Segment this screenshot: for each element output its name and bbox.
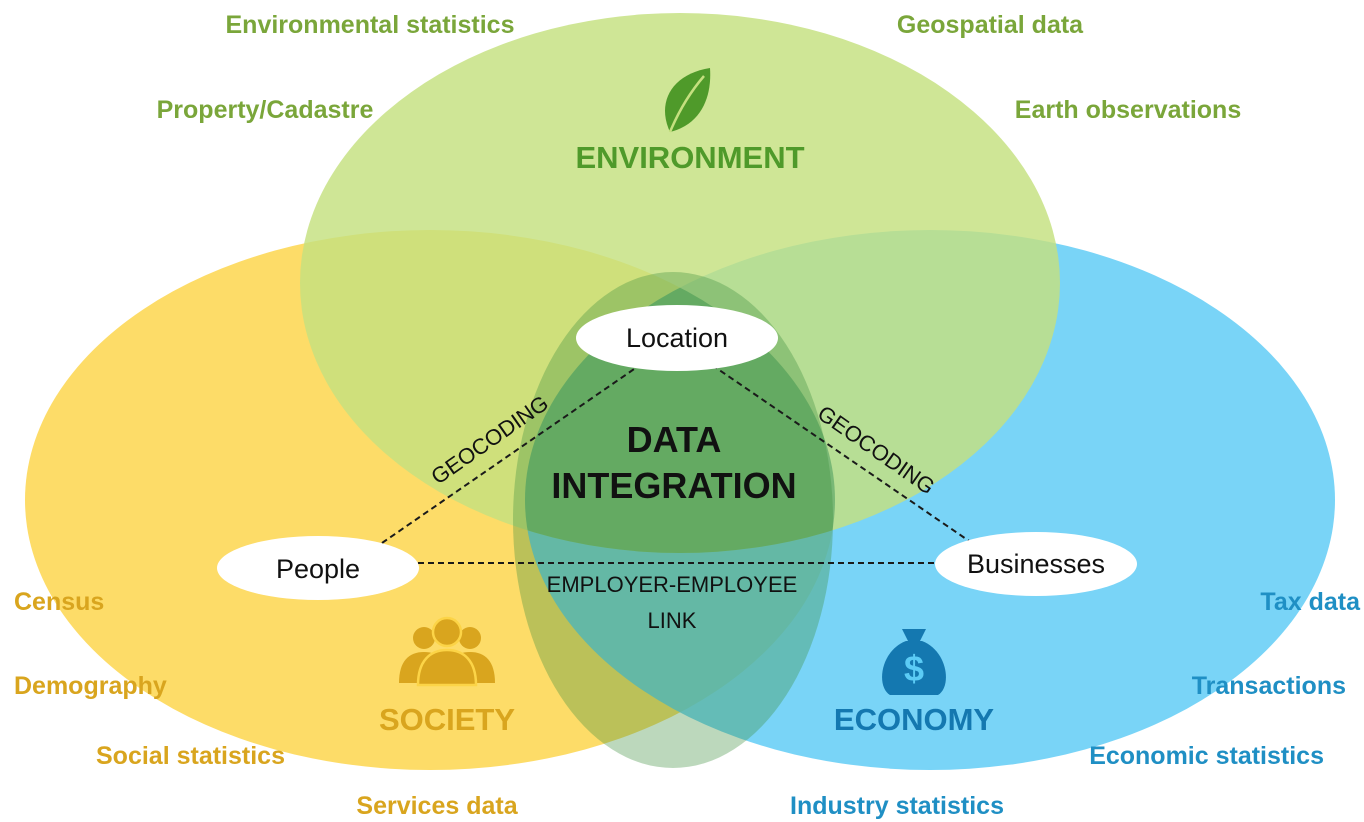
env-source-environmental-statistics: Environmental statistics bbox=[226, 11, 515, 39]
env-source-earth-observations: Earth observations bbox=[1015, 96, 1241, 124]
svg-text:$: $ bbox=[904, 648, 924, 689]
soc-source-services-data: Services data bbox=[356, 792, 518, 820]
env-source-geospatial-data: Geospatial data bbox=[897, 11, 1084, 39]
money-bag-icon: $ bbox=[882, 629, 946, 695]
node-location bbox=[576, 305, 778, 371]
link-people-location bbox=[381, 364, 641, 544]
node-people-label: People bbox=[276, 554, 360, 584]
eco-source-economic-statistics: Economic statistics bbox=[1089, 742, 1324, 770]
node-people bbox=[217, 536, 419, 600]
center-title-line1: DATA bbox=[627, 419, 722, 460]
eco-source-transactions: Transactions bbox=[1192, 672, 1346, 700]
environment-circle bbox=[300, 13, 1060, 553]
people-icon bbox=[399, 616, 495, 687]
society-title: SOCIETY bbox=[379, 702, 515, 737]
env-source-property-cadastre: Property/Cadastre bbox=[157, 96, 374, 124]
soc-source-demography: Demography bbox=[14, 672, 167, 700]
link-label-link: LINK bbox=[648, 608, 697, 633]
center-title-line2: INTEGRATION bbox=[551, 465, 796, 506]
leaf-icon bbox=[664, 68, 711, 133]
eco-source-tax-data: Tax data bbox=[1260, 588, 1361, 616]
link-location-businesses bbox=[711, 364, 973, 544]
node-location-label: Location bbox=[626, 323, 728, 353]
environment-title: ENVIRONMENT bbox=[575, 140, 804, 175]
economy-title: ECONOMY bbox=[834, 702, 995, 737]
eco-source-industry-statistics: Industry statistics bbox=[790, 792, 1004, 820]
node-businesses bbox=[935, 532, 1137, 596]
node-businesses-label: Businesses bbox=[967, 549, 1105, 579]
soc-source-social-statistics: Social statistics bbox=[96, 742, 285, 770]
link-label-employer-employee: EMPLOYER-EMPLOYEE bbox=[547, 572, 798, 597]
soc-source-census: Census bbox=[14, 588, 104, 616]
integration-core bbox=[513, 272, 833, 768]
